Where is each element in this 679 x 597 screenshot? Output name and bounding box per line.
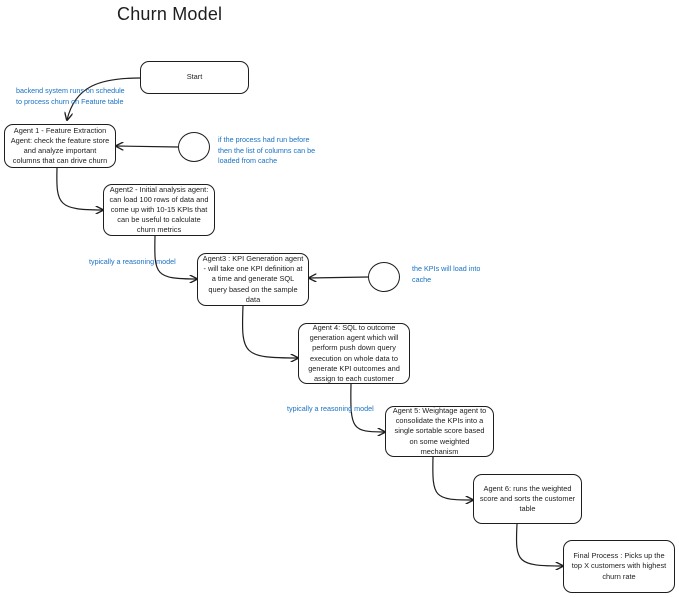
- arrow-agent5-to-agent6: [432, 456, 473, 500]
- reasoning-model-note-1: typically a reasoning model: [89, 257, 176, 268]
- agent6-node-label: Agent 6: runs the weighted score and sor…: [479, 483, 576, 514]
- backend-note-line1: backend system runs on schedule: [16, 86, 125, 95]
- kpi-note-line1: the KPIs will load into: [412, 264, 481, 273]
- agent6-node[interactable]: Agent 6: runs the weighted score and sor…: [473, 474, 582, 524]
- agent3-node-label: Agent3 : KPI Generation agent - will tak…: [202, 254, 304, 304]
- kpi-cache-circle[interactable]: [368, 262, 400, 292]
- final-process-node[interactable]: Final Process : Picks up the top X custo…: [563, 540, 675, 593]
- arrow-kpi-circle-to-agent3: [309, 277, 369, 278]
- start-node[interactable]: Start: [140, 61, 249, 94]
- agent5-node-label: Agent 5: Weightage agent to consolidate …: [392, 406, 487, 456]
- cache-columns-note: if the process had run before then the l…: [218, 135, 315, 167]
- cache-note-line2: then the list of columns can be: [218, 145, 316, 155]
- cache-note-line1: if the process had run before: [218, 135, 310, 144]
- kpi-cache-note: the KPIs will load into cache: [412, 264, 480, 285]
- cache-note-line3: loaded from cache: [218, 156, 278, 165]
- agent5-node[interactable]: Agent 5: Weightage agent to consolidate …: [385, 406, 494, 457]
- arrow-cache-circle-to-agent1: [116, 146, 179, 147]
- cache-circle[interactable]: [178, 132, 210, 162]
- agent1-node[interactable]: Agent 1 - Feature Extraction Agent: chec…: [4, 124, 116, 168]
- agent2-node[interactable]: Agent2 - Initial analysis agent: can loa…: [103, 184, 215, 236]
- arrow-start-to-agent1: [67, 77, 141, 120]
- reasoning-model-note-2: typically a reasoning model: [287, 404, 374, 415]
- agent4-node[interactable]: Agent 4: SQL to outcome generation agent…: [298, 323, 410, 384]
- agent2-node-label: Agent2 - Initial analysis agent: can loa…: [109, 184, 209, 235]
- arrow-agent1-to-agent2: [56, 167, 103, 210]
- agent4-node-label: Agent 4: SQL to outcome generation agent…: [308, 322, 400, 383]
- arrow-agent6-to-final: [515, 523, 563, 566]
- diagram-title: Churn Model: [117, 4, 223, 24]
- arrow-agent3-to-agent4: [241, 305, 298, 358]
- backend-note-line2: to process churn on Feature table: [16, 96, 124, 106]
- agent1-node-label: Agent 1 - Feature Extraction Agent: chec…: [10, 125, 110, 166]
- agent3-node[interactable]: Agent3 : KPI Generation agent - will tak…: [197, 253, 309, 306]
- start-node-label: Start: [186, 72, 203, 82]
- backend-schedule-note: backend system runs on schedule to proce…: [16, 86, 125, 107]
- kpi-note-line2: cache: [412, 274, 432, 284]
- arrow-agent2-to-agent3: [154, 235, 197, 279]
- arrow-agent4-to-agent5: [350, 383, 385, 432]
- final-process-node-label: Final Process : Picks up the top X custo…: [571, 551, 667, 581]
- reasoning-note-1-text: typically a reasoning model: [89, 257, 176, 266]
- reasoning-note-2-text: typically a reasoning model: [287, 404, 374, 413]
